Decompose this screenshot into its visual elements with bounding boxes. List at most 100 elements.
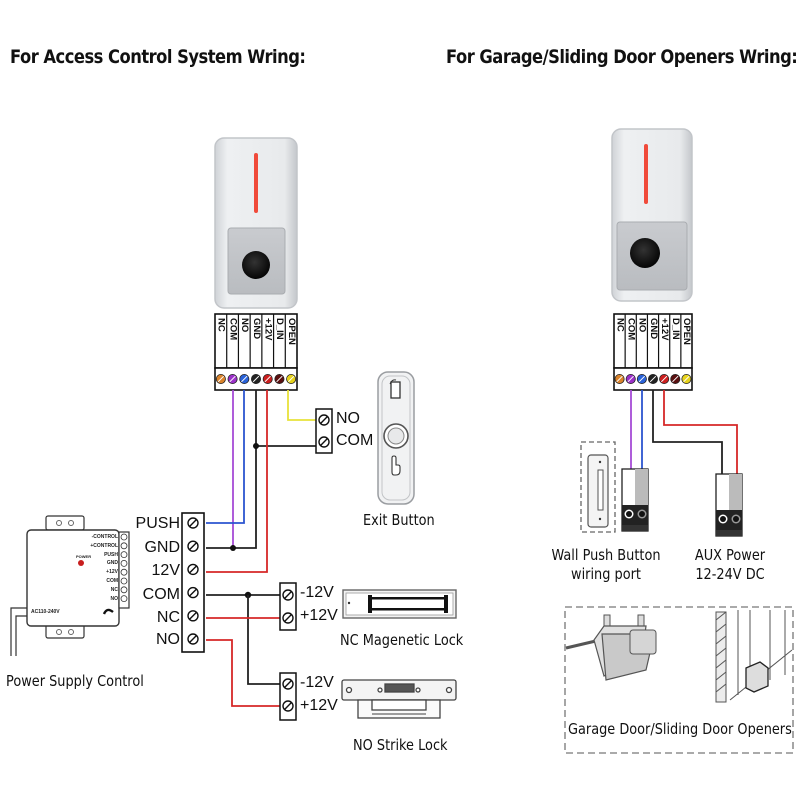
reader-terminal-block-left	[214, 313, 298, 391]
sliding-gate-icon	[715, 610, 793, 703]
right-reader-terminal-label: OPEN	[680, 318, 692, 364]
exit-button-terminal	[315, 408, 333, 454]
wire-12v-red	[206, 390, 268, 573]
psu-caption: Power Supply Control	[6, 672, 144, 690]
junction-dot	[230, 545, 236, 551]
terminal-label-text: GND	[647, 318, 659, 340]
psu-terminal-nc: NC	[156, 609, 180, 626]
psu-panel-label: NC	[110, 586, 118, 593]
psu-panel-label: -CONTROL	[91, 534, 118, 540]
psu-screw-12v	[187, 563, 199, 576]
maglock-caption: NC Magenetic Lock	[340, 631, 464, 649]
psu-screw-no	[187, 633, 199, 645]
left-reader-terminal-label: NO	[238, 318, 250, 364]
terminal-label-text: +12V	[262, 318, 274, 341]
power-supply-box	[10, 515, 130, 656]
right-reader-terminal-label: +12V	[658, 318, 670, 364]
wall-button-caption-1: Wall Push Button	[551, 546, 661, 564]
maglock-terminal	[279, 582, 297, 631]
exit-button-caption: Exit Button	[363, 511, 435, 529]
maglock-terminal-neg: -12V	[300, 584, 334, 601]
psu-panel-label: PUSH	[104, 551, 118, 558]
terminal-label-text: NO	[636, 318, 648, 333]
right-reader-terminal-label: D_IN	[669, 318, 681, 364]
wall-button-caption-2: wiring port	[571, 565, 641, 583]
terminal-label-text: +12V	[658, 318, 670, 341]
exit-button	[377, 371, 415, 505]
strike-terminal-neg: -12V	[300, 674, 334, 691]
psu-terminal-com: COM	[142, 586, 180, 603]
ac-input-wire	[15, 615, 27, 656]
strike-lock-terminal	[279, 672, 297, 721]
right-reader-terminal-label: NO	[636, 318, 648, 364]
hand-logo-icon	[102, 608, 114, 615]
psu-screw-push	[187, 517, 199, 529]
title-access-control: For Access Control System Wring:	[10, 46, 306, 68]
wire-no-blue	[206, 390, 245, 524]
junction-dot	[253, 443, 259, 449]
left-reader-terminal-label: COM	[227, 318, 239, 364]
hand-pointer-icon	[391, 455, 401, 476]
exit-terminal-com: COM	[336, 432, 374, 449]
psu-terminal-12v: 12V	[151, 562, 180, 579]
wire-com-to-strike	[247, 595, 282, 685]
left-reader-terminal-label: GND	[250, 318, 262, 364]
wires-left	[206, 390, 318, 707]
fingerprint-sensor-icon	[630, 238, 660, 268]
terminal-label-text: NC	[614, 318, 626, 332]
psu-panel-label: +12V	[106, 569, 118, 576]
psu-screw-nc	[187, 610, 199, 622]
strike-lock	[341, 679, 457, 719]
garage-opener-icon	[565, 614, 657, 681]
reader-right	[611, 128, 693, 302]
reader-led	[644, 144, 648, 204]
wall-button-connector	[621, 468, 649, 532]
wire-gnd-black	[206, 390, 257, 549]
power-led	[78, 560, 84, 566]
terminal-label-text: COM	[625, 318, 637, 341]
terminal-label-text: D_IN	[274, 318, 286, 340]
left-reader-terminal-label: NC	[215, 318, 227, 364]
fingerprint-sensor-icon	[242, 251, 270, 279]
psu-panel-label: GND	[106, 560, 118, 567]
reader-terminal-block-right	[613, 313, 693, 391]
psu-screw-com	[187, 586, 199, 599]
wire-12v-red	[663, 390, 738, 474]
aux-caption-1: AUX Power	[694, 546, 766, 564]
strike-terminal-pos: +12V	[300, 697, 338, 714]
openers-panel	[564, 606, 794, 754]
wire-open-yellow	[287, 390, 318, 421]
wall-push-button	[580, 441, 616, 533]
strike-caption: NO Strike Lock	[353, 736, 448, 754]
psu-screw-gnd	[187, 540, 199, 552]
psu-terminal-block	[181, 512, 205, 653]
ac-input-wire	[10, 607, 27, 656]
left-reader-terminal-label: D_IN	[273, 318, 285, 364]
maglock-terminal-pos: +12V	[300, 607, 338, 624]
openers-caption: Garage Door/Sliding Door Openers	[568, 720, 792, 738]
left-reader-terminal-label: +12V	[262, 318, 274, 364]
exit-terminal-no: NO	[336, 410, 360, 427]
psu-panel-label: +CONTROL	[90, 542, 118, 549]
aux-caption-2: 12-24V DC	[695, 565, 765, 583]
wire-gnd-black	[652, 390, 723, 474]
terminal-label-text: D_IN	[670, 318, 682, 340]
wire-psu-no	[206, 639, 282, 707]
psu-terminal-push: PUSH	[135, 515, 180, 532]
terminal-label-text: NC	[215, 318, 227, 332]
right-reader-terminal-label: GND	[647, 318, 659, 364]
psu-terminal-no: NO	[156, 631, 180, 648]
title-garage-door: For Garage/Sliding Door Openers Wring:	[446, 46, 798, 68]
psu-panel-label: COM	[106, 578, 118, 584]
terminal-label-text: NO	[239, 318, 251, 333]
psu-panel-label: NO	[110, 595, 119, 602]
terminal-label-text: GND	[250, 318, 262, 340]
terminal-label-text: COM	[227, 318, 239, 341]
door-icon	[389, 379, 401, 399]
psu-power-label: POWER	[76, 554, 92, 559]
psu-input-label: AC110-240V	[31, 609, 60, 615]
magnetic-lock	[342, 589, 457, 619]
right-reader-terminal-label: NC	[614, 318, 626, 364]
reader-left	[214, 137, 298, 309]
